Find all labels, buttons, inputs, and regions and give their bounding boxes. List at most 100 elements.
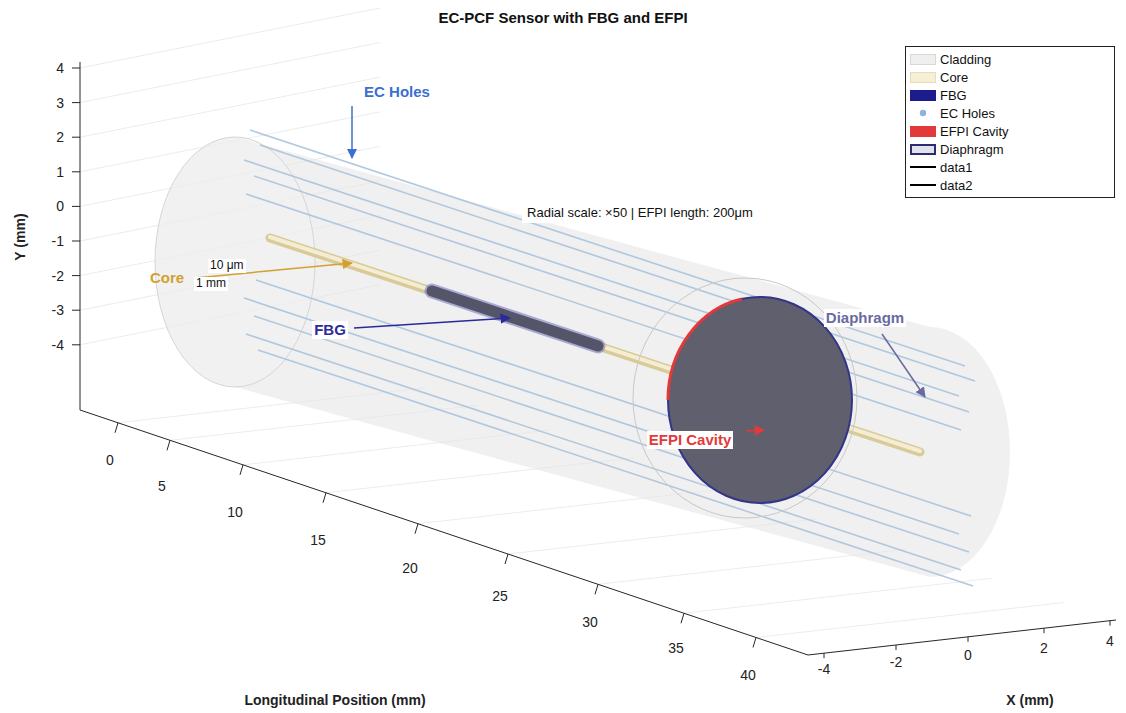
tick-mark — [72, 102, 80, 103]
tick-mark — [115, 423, 118, 433]
ec-hole-line — [250, 130, 965, 366]
part-callout: Core — [150, 269, 184, 286]
axis-title: Longitudinal Position (mm) — [244, 692, 425, 708]
tick-label: 35 — [668, 640, 684, 656]
scale-label: 10 μm — [208, 259, 246, 273]
legend-entry: Diaphragm — [906, 140, 1114, 158]
annotation-text: Radial scale: ×50 | EFPI length: 200μm — [527, 205, 753, 221]
tick-mark — [323, 493, 326, 503]
legend-entry: EFPI Cavity — [906, 122, 1114, 140]
leader-arrow — [354, 318, 510, 328]
tick-label: 0 — [964, 647, 972, 663]
legend-text: Cladding — [940, 52, 991, 67]
legend-sample — [906, 158, 940, 176]
legend-entry: EC Holes — [906, 104, 1114, 122]
tick-mark — [968, 637, 969, 642]
legend-swatch — [910, 54, 936, 65]
tick-mark — [1110, 621, 1111, 626]
tick-mark — [72, 137, 80, 138]
legend-line — [910, 184, 936, 186]
tick-label: 4 — [1106, 633, 1114, 649]
longitudinal-axis — [80, 410, 808, 655]
ec-hole-line — [244, 298, 959, 534]
tick-mark — [415, 524, 418, 534]
tick-label: 10 — [227, 504, 243, 520]
ec-hole-lines — [244, 130, 975, 586]
tick-label: 2 — [56, 129, 64, 145]
scale-label: 1 mm — [194, 277, 228, 291]
legend-entry: data2 — [906, 176, 1114, 194]
leader-arrow — [746, 430, 764, 431]
tick-label: -3 — [52, 302, 64, 318]
tick-mark — [72, 171, 80, 172]
legend-sample — [906, 50, 940, 68]
chart-title: EC-PCF Sensor with FBG and EFPI — [438, 9, 687, 26]
tick-label: 0 — [56, 198, 64, 214]
tick-mark — [72, 241, 80, 242]
legend-entry: data1 — [906, 158, 1114, 176]
legend-dot — [920, 110, 926, 116]
grid-line — [80, 8, 380, 68]
tick-label: 25 — [492, 588, 508, 604]
tick-label: 1 — [56, 164, 64, 180]
ec-hole-line — [256, 280, 971, 516]
legend-sample — [906, 140, 940, 158]
legend-swatch — [910, 72, 936, 83]
legend-text: data2 — [940, 178, 973, 193]
legend-text: EC Holes — [940, 106, 995, 121]
tick-label: -2 — [52, 268, 64, 284]
tick-label: 30 — [582, 614, 598, 630]
ec-hole-line — [258, 350, 973, 586]
grid-line — [684, 578, 992, 613]
legend-sample-graphic — [909, 161, 937, 173]
grid-line — [756, 602, 1064, 637]
legend-sample — [906, 176, 940, 194]
tick-label: 15 — [310, 532, 326, 548]
part-callout: Diaphragm — [824, 309, 906, 326]
legend-sample — [906, 122, 940, 140]
legend-line — [910, 166, 936, 168]
axis-title: Y (mm) — [12, 213, 28, 260]
tick-label: 4 — [56, 60, 64, 76]
tick-label: 2 — [1040, 640, 1048, 656]
grid-line — [80, 77, 380, 137]
tick-label: -2 — [890, 654, 902, 670]
tick-mark — [240, 465, 243, 475]
part-callout: FBG — [312, 321, 348, 338]
tick-label: 3 — [56, 95, 64, 111]
legend-text: data1 — [940, 160, 973, 175]
legend-text: Diaphragm — [940, 142, 1004, 157]
legend-sample — [906, 86, 940, 104]
tick-label: -1 — [52, 233, 64, 249]
tick-mark — [595, 584, 598, 594]
tick-mark — [167, 440, 170, 450]
tick-mark — [505, 554, 508, 564]
fbg-grating — [432, 291, 598, 346]
legend-entry: Cladding — [906, 50, 1114, 68]
legend-text: EFPI Cavity — [940, 124, 1009, 139]
tick-label: 5 — [158, 478, 166, 494]
cladding-cylinder — [155, 137, 1010, 577]
efpi-cavity-rim — [668, 299, 742, 400]
legend-entry: Core — [906, 68, 1114, 86]
legend-text: FBG — [940, 88, 967, 103]
legend-swatch — [910, 144, 936, 155]
legend-swatch — [910, 90, 936, 101]
leader-arrow — [882, 334, 925, 397]
tick-label: -4 — [818, 661, 830, 677]
tick-mark — [753, 637, 756, 647]
fbg-outline — [432, 291, 598, 346]
tick-label: 20 — [402, 560, 418, 576]
grid-line — [80, 43, 380, 103]
tick-mark — [72, 310, 80, 311]
legend-box: CladdingCoreFBG EC HolesEFPI CavityDiaphr… — [905, 46, 1115, 198]
axis-title: X (mm) — [1006, 692, 1053, 708]
part-callout: EFPI Cavity — [647, 431, 734, 448]
diaphragm-disc — [668, 297, 852, 503]
legend-sample — [906, 104, 940, 122]
annotation-box: Radial scale: ×50 | EFPI length: 200μm — [522, 203, 758, 223]
tick-mark — [72, 344, 80, 345]
tick-mark — [896, 645, 897, 650]
legend-sample-graphic — [909, 107, 937, 119]
